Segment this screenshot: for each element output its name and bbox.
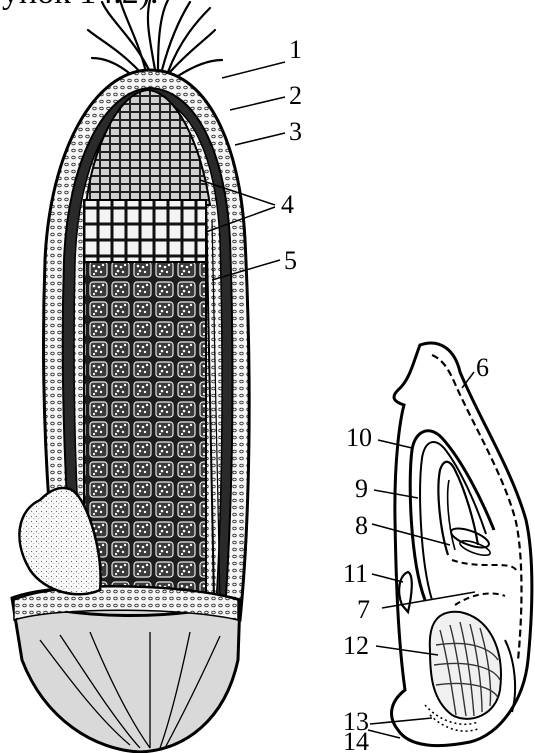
label-12: 12 [343,631,369,660]
grain-longitudinal-section [12,0,249,752]
label-8: 8 [355,511,368,540]
label-6: 6 [476,353,489,382]
label-14: 14 [343,727,369,753]
label-3: 3 [289,117,302,146]
label-9: 9 [355,474,368,503]
label-11: 11 [343,559,368,588]
label-7: 7 [357,595,370,624]
embryo-section [392,343,532,746]
endosperm [84,262,206,602]
apex-hairs [88,0,222,78]
label-5: 5 [284,246,297,275]
label-1: 1 [289,35,302,64]
aleurone-layer [84,200,206,262]
label-2: 2 [289,81,302,110]
label-4: 4 [281,190,294,219]
label-10: 10 [346,423,372,452]
